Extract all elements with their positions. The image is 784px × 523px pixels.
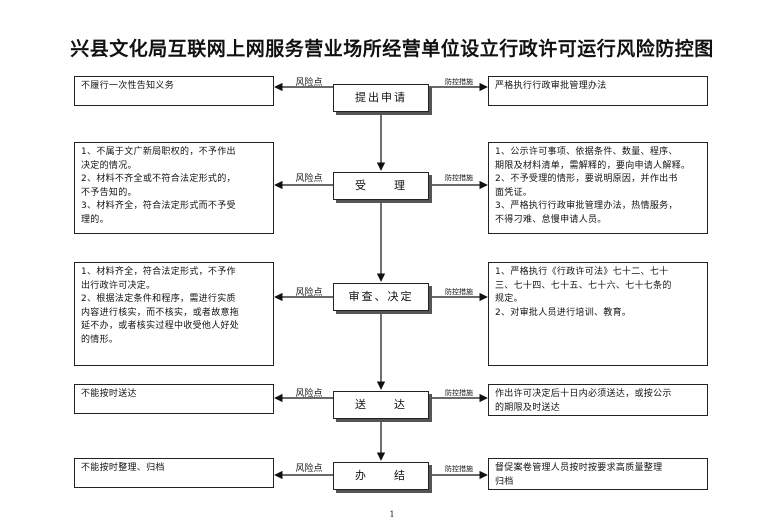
control-label: 防控措施 bbox=[445, 174, 473, 182]
risk-text: 的情形。 bbox=[81, 334, 119, 345]
risk-text: 2、根据法定条件和程序，需进行实质 bbox=[81, 294, 236, 304]
control-text: 规定。 bbox=[495, 294, 523, 304]
risk-box-step5: 不能按时整理、归档 bbox=[74, 458, 274, 488]
risk-text: 1、不属于文广新局职权的，不予作出 bbox=[81, 147, 236, 157]
control-label: 防控措施 bbox=[445, 288, 473, 296]
risk-label: 风险点 bbox=[295, 464, 323, 474]
control-box-step2: 1、公示许可事项、依据条件、数量、程序、 期限及材料清单，需解释的，要向申请人解… bbox=[488, 142, 708, 234]
risk-label: 风险点 bbox=[295, 389, 323, 399]
control-label: 防控措施 bbox=[445, 389, 473, 397]
risk-text: 2、材料不齐全或不符合法定形式的， bbox=[81, 174, 236, 184]
risk-box-step3: 1、材料齐全，符合法定形式，不予作 出行政许可决定。 2、根据法定条件和程序，需… bbox=[74, 262, 274, 366]
risk-text: 不能按时整理、归档 bbox=[81, 463, 165, 473]
control-box-step5: 督促案卷管理人员按时按要求高质量整理 归档 bbox=[488, 458, 708, 490]
risk-text: 不能按时送达 bbox=[81, 389, 137, 399]
risk-text: 出行政许可决定。 bbox=[81, 280, 156, 291]
control-text: 面凭证。 bbox=[495, 187, 533, 198]
step-box-complete: 办 结 bbox=[333, 462, 429, 490]
control-text: 的期限及时送达 bbox=[495, 402, 561, 413]
page-number: 1 bbox=[389, 510, 395, 519]
risk-text: 不予告知的。 bbox=[81, 187, 137, 198]
step-box-review-decide: 审查、决定 bbox=[333, 283, 429, 311]
control-box-step4: 作出许可决定后十日内必须送达，或按公示 的期限及时送达 bbox=[488, 384, 708, 416]
control-box-step3: 1、严格执行《行政许可法》七十二、七十 三、七十四、七十五、七十六、七十七条的 … bbox=[488, 262, 708, 366]
risk-text: 延不办，或者核实过程中收受他人好处 bbox=[81, 321, 240, 331]
control-text: 作出许可决定后十日内必须送达，或按公示 bbox=[495, 389, 672, 399]
risk-text: 决定的情况。 bbox=[81, 160, 137, 171]
risk-label: 风险点 bbox=[295, 78, 323, 88]
control-label: 防控措施 bbox=[445, 78, 473, 86]
risk-text: 1、材料齐全，符合法定形式，不予作 bbox=[81, 267, 236, 277]
control-text: 1、公示许可事项、依据条件、数量、程序、 bbox=[495, 147, 678, 157]
risk-box-step1: 不履行一次性告知义务 bbox=[74, 76, 274, 106]
step-box-deliver: 送 达 bbox=[333, 391, 429, 419]
control-text: 3、严格执行行政审批管理办法，热情服务， bbox=[495, 201, 678, 211]
control-text: 三、七十四、七十五、七十六、七十七条的 bbox=[495, 280, 672, 291]
control-text: 2、不予受理的情形，要说明原因，并作出书 bbox=[495, 174, 678, 184]
risk-label: 风险点 bbox=[295, 174, 323, 184]
step-box-accept: 受 理 bbox=[333, 172, 429, 200]
control-text: 严格执行行政审批管理办法 bbox=[495, 81, 607, 91]
risk-text: 内容进行核实，而不核实，或者故意拖 bbox=[81, 307, 240, 318]
page-title: 兴县文化局互联网上网服务营业场所经营单位设立行政许可运行风险防控图 bbox=[70, 38, 714, 60]
step-box-submit-application: 提出申请 bbox=[333, 84, 429, 112]
control-label: 防控措施 bbox=[445, 465, 473, 473]
risk-box-step2: 1、不属于文广新局职权的，不予作出 决定的情况。 2、材料不齐全或不符合法定形式… bbox=[74, 142, 274, 234]
risk-text: 不履行一次性告知义务 bbox=[81, 81, 175, 91]
risk-text: 3、材料齐全，符合法定形式而不予受 bbox=[81, 201, 236, 211]
control-text: 1、严格执行《行政许可法》七十二、七十 bbox=[495, 267, 669, 277]
control-text: 2、对审批人员进行培训、教育。 bbox=[495, 307, 632, 318]
control-text: 归档 bbox=[495, 476, 514, 487]
risk-box-step4: 不能按时送达 bbox=[74, 384, 274, 414]
control-box-step1: 严格执行行政审批管理办法 bbox=[488, 76, 708, 106]
control-text: 督促案卷管理人员按时按要求高质量整理 bbox=[495, 463, 663, 473]
control-text: 期限及材料清单，需解释的，要向申请人解释。 bbox=[495, 160, 691, 171]
control-text: 不得刁难、怠慢申请人员。 bbox=[495, 214, 607, 225]
risk-label: 风险点 bbox=[295, 288, 323, 298]
risk-text: 理的。 bbox=[81, 214, 109, 225]
